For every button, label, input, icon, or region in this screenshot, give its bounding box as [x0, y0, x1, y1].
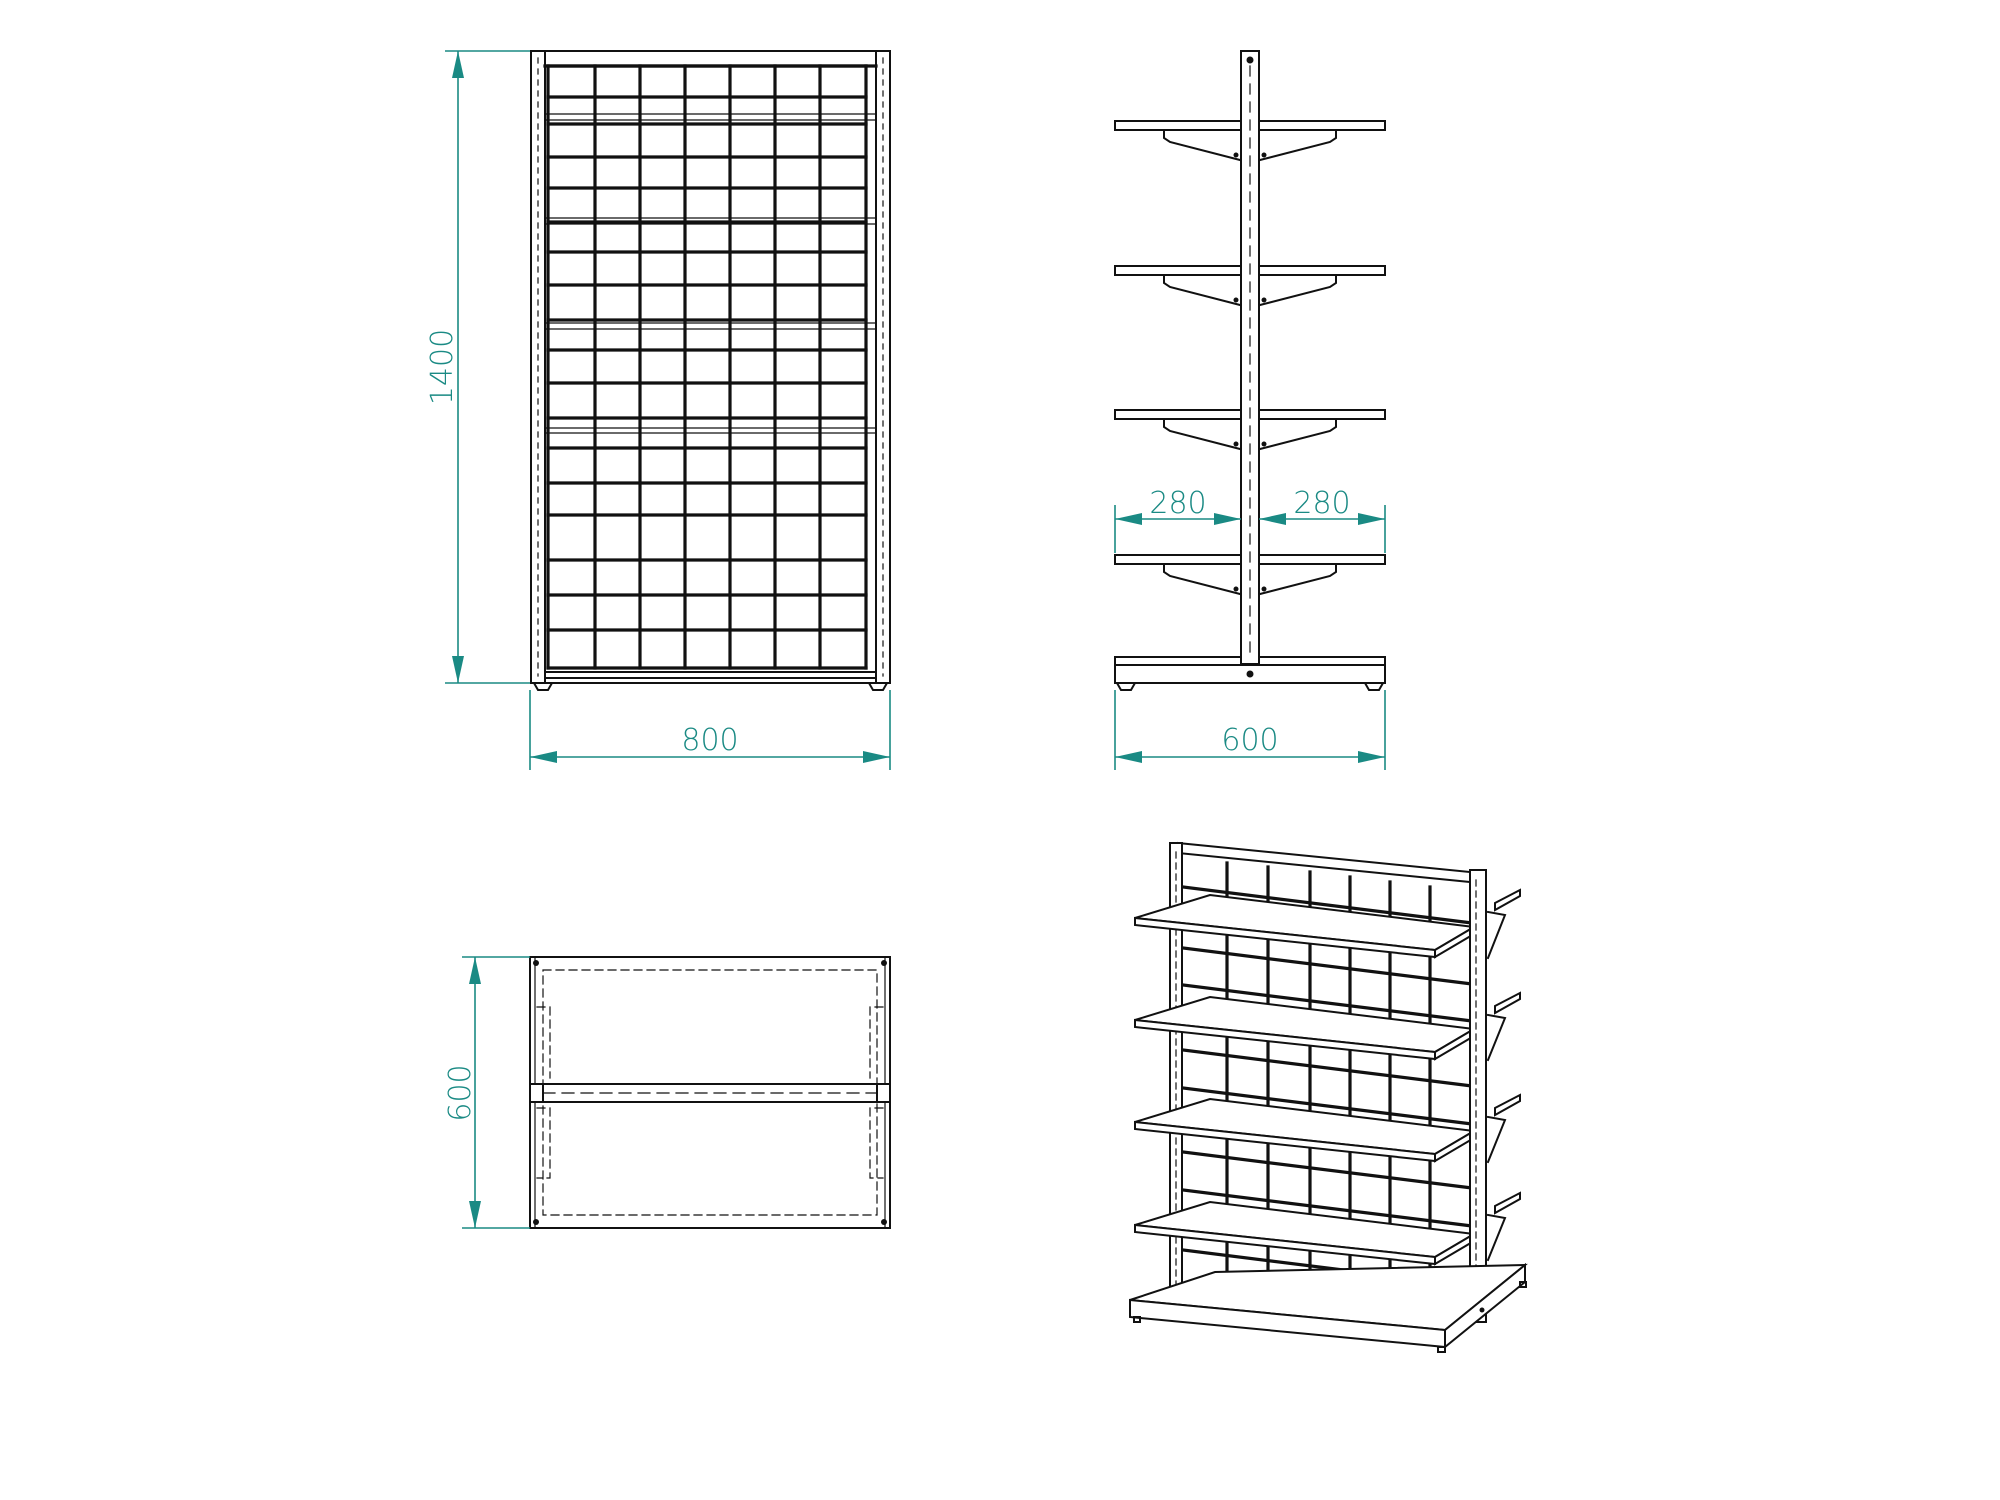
front-view [530, 50, 891, 691]
dimension-base-600: 600 [1114, 690, 1386, 770]
plan-depth-label: 600 [443, 1064, 478, 1121]
isometric-view [1129, 841, 1528, 1353]
dimension-height-1400: 1400 [425, 50, 530, 684]
base-width-label: 600 [1221, 723, 1278, 758]
dimension-width-800: 800 [529, 690, 891, 770]
width-dimension-label: 800 [681, 723, 738, 758]
front-grid [546, 64, 868, 670]
left-depth-label: 280 [1149, 486, 1206, 521]
iso-front-shelves [1134, 893, 1478, 1266]
iso-base [1129, 1262, 1528, 1353]
side-shelves [1114, 120, 1386, 565]
side-brackets [1163, 129, 1337, 596]
plan-view [529, 956, 891, 1229]
height-dimension-label: 1400 [425, 329, 460, 405]
side-view [1114, 50, 1386, 691]
dimension-depth-280-right: 280 [1259, 486, 1386, 553]
right-depth-label: 280 [1293, 486, 1350, 521]
dimension-depth-600: 600 [443, 956, 530, 1229]
upright-slots [537, 57, 884, 677]
dimension-depth-280-left: 280 [1114, 486, 1241, 553]
iso-back-shelves [1486, 888, 1521, 1262]
iso-grid-panel [1181, 861, 1474, 1312]
